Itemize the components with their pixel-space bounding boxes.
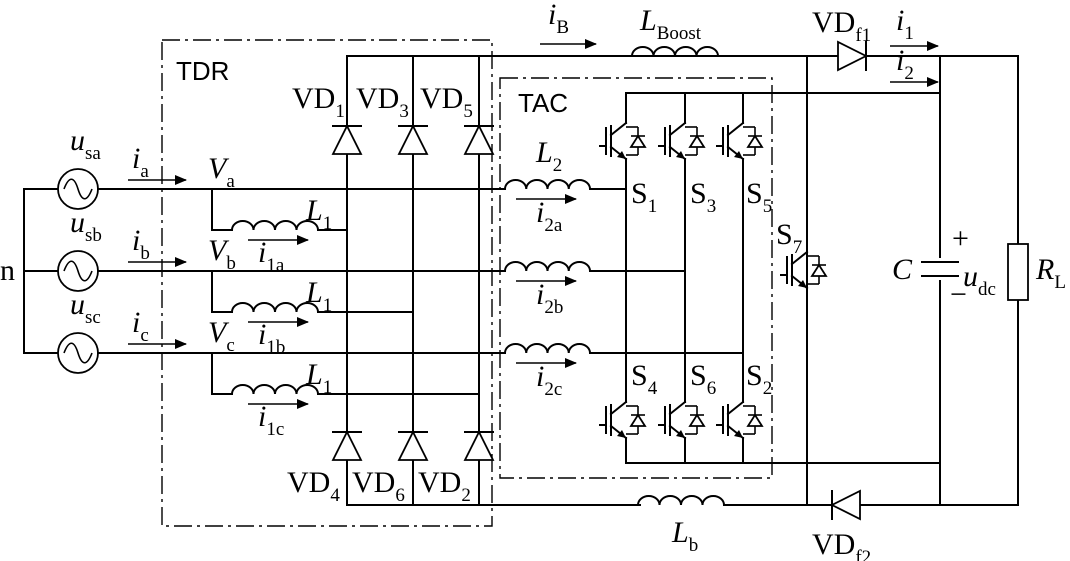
vd4-diode-icon	[331, 429, 363, 461]
source-section	[23, 168, 99, 374]
s7-igbt-icon	[780, 247, 828, 293]
l1b-inductor-icon	[230, 302, 320, 314]
vd2-label: VD2	[418, 466, 471, 506]
i1a-label: i1a	[258, 236, 285, 276]
vd3-label: VD3	[356, 82, 409, 122]
current-arrows	[128, 39, 939, 409]
i2a-label: i2a	[536, 196, 563, 236]
resistor-icon	[1007, 243, 1029, 301]
i2c-label: i2c	[536, 360, 562, 400]
s6-igbt-icon	[658, 397, 706, 443]
s3-igbt-icon	[658, 118, 706, 164]
lboost-label: LBoost	[639, 4, 702, 44]
l1a-inductor-icon	[230, 220, 320, 232]
vd3-diode-icon	[397, 123, 429, 155]
vc-label: Vc	[208, 316, 235, 356]
udc-label: udc	[963, 260, 996, 300]
va-label: Va	[208, 152, 235, 192]
usc-label: usc	[70, 288, 101, 328]
lboost-inductor-icon	[630, 46, 720, 58]
vd1-label: VD1	[292, 82, 345, 122]
vdf2-diode-icon	[829, 489, 861, 521]
ia-label: ia	[132, 142, 149, 182]
minus-label: −	[950, 278, 967, 311]
vd4-label: VD4	[287, 466, 340, 506]
vd1-diode-icon	[331, 123, 363, 155]
source-b-icon	[57, 250, 99, 292]
l1b-label: L1	[305, 276, 332, 316]
vdf1-diode-icon	[837, 40, 869, 72]
l1a-label: L1	[305, 194, 332, 234]
vd6-label: VD6	[352, 466, 405, 506]
neutral-label: n	[0, 254, 15, 287]
source-a-icon	[57, 168, 99, 210]
vdf1-label: VDf1	[812, 6, 871, 46]
igbt-switches	[599, 118, 828, 443]
l2a-inductor-icon	[503, 179, 592, 191]
i2b-label: i2b	[536, 278, 563, 318]
l2b-inductor-icon	[503, 261, 592, 273]
i1-label: i1	[896, 4, 914, 44]
capacitor-icon	[921, 258, 959, 280]
l2c-inductor-icon	[503, 343, 592, 355]
vb-label: Vb	[208, 234, 236, 274]
tac-block-outline	[499, 77, 773, 479]
s5-igbt-icon	[716, 118, 764, 164]
l2-label: L2	[535, 136, 562, 176]
dc-link-wiring	[630, 46, 1019, 506]
vdf2-label: VDf2	[812, 528, 871, 561]
rl-label: RL	[1035, 253, 1066, 293]
tdr-label: TDR	[176, 56, 229, 86]
s2-igbt-icon	[716, 397, 764, 443]
ic-label: ic	[132, 306, 149, 346]
s4-label: S4	[631, 359, 658, 399]
tac-label: TAC	[518, 88, 568, 118]
usa-label: usa	[70, 124, 101, 164]
s4-igbt-icon	[599, 397, 647, 443]
source-c-icon	[57, 332, 99, 374]
tdr-block-outline	[161, 39, 493, 527]
tac-wiring	[589, 92, 941, 464]
l1c-label: L1	[305, 358, 332, 398]
vd5-diode-icon	[463, 123, 495, 155]
l1c-inductor-icon	[230, 384, 320, 396]
phase-wiring	[97, 188, 506, 395]
i1b-label: i1b	[258, 318, 285, 358]
usb-label: usb	[70, 206, 102, 246]
s2-label: S2	[746, 359, 772, 399]
s3-label: S3	[690, 177, 716, 217]
c-label: C	[892, 253, 913, 286]
s1-igbt-icon	[599, 118, 647, 164]
i1c-label: i1c	[258, 400, 284, 440]
lb-inductor-icon	[636, 495, 726, 507]
s6-label: S6	[690, 359, 716, 399]
vd6-diode-icon	[397, 429, 429, 461]
lb-label: Lb	[671, 516, 698, 556]
plus-label: +	[952, 222, 969, 255]
ib-label: ib	[132, 224, 150, 264]
s1-label: S1	[631, 177, 657, 217]
ib_top-label: iB	[548, 0, 569, 38]
i2-label: i2	[896, 44, 914, 84]
vd5-label: VD5	[420, 82, 473, 122]
s5-label: S5	[746, 177, 772, 217]
s7-label: S7	[776, 218, 802, 258]
vd2-diode-icon	[463, 429, 495, 461]
diode-bridge	[346, 55, 839, 506]
